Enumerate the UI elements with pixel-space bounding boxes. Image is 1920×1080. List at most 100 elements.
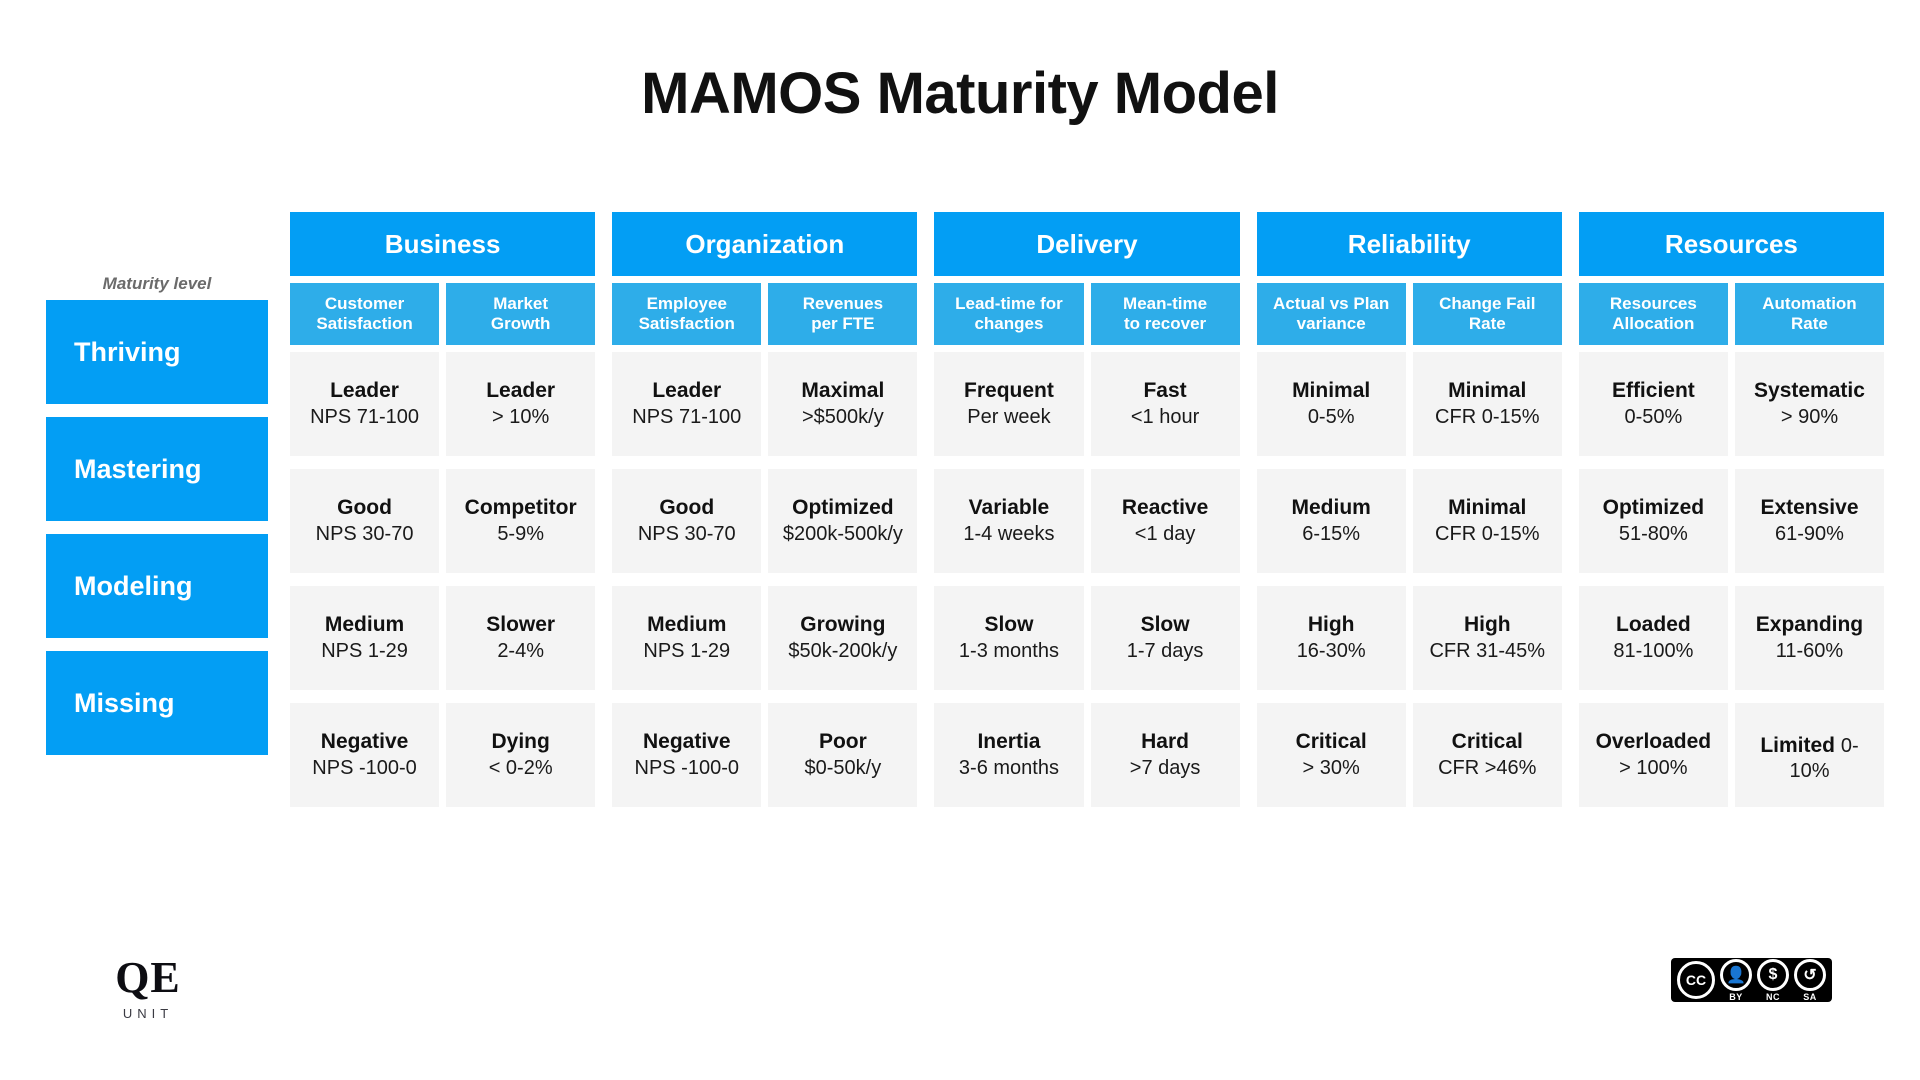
group-header-reliability[interactable]: Reliability	[1256, 212, 1562, 276]
matrix-cell[interactable]: Limited 0-10%	[1734, 703, 1885, 807]
qe-unit-logo: QE UNIT	[88, 953, 208, 1022]
matrix-cell-value: >$500k/y	[802, 405, 884, 428]
matrix-cell-value: CFR 0-15%	[1435, 522, 1540, 545]
metric-header-line2: Growth	[490, 314, 551, 333]
maturity-level-mastering[interactable]: Mastering	[46, 417, 268, 521]
matrix-cell-value: > 30%	[1302, 756, 1360, 779]
matrix-cell-value: NPS 30-70	[315, 522, 414, 545]
creative-commons-badge: CC 👤 BY $ NC ↺ SA	[1671, 958, 1832, 1002]
group-header-business[interactable]: Business	[290, 212, 596, 276]
qe-logo-mark: QE	[115, 953, 181, 1002]
matrix-cell-title: High	[1307, 613, 1355, 637]
matrix-cell[interactable]: Systematic> 90%	[1734, 352, 1885, 456]
qe-logo-word: UNIT	[122, 1006, 174, 1021]
maturity-level-modeling[interactable]: Modeling	[46, 534, 268, 638]
cc-icon: CC	[1677, 961, 1715, 999]
matrix-cell[interactable]: Growing$50k-200k/y	[768, 586, 918, 690]
matrix-cell[interactable]: Poor$0-50k/y	[768, 703, 918, 807]
group-header-organization[interactable]: Organization	[612, 212, 918, 276]
maturity-level-thriving[interactable]: Thriving	[46, 300, 268, 404]
matrix-cell-title: Fast	[1143, 379, 1187, 403]
matrix-cell[interactable]: Leader> 10%	[446, 352, 596, 456]
matrix-cell[interactable]: Maximal>$500k/y	[768, 352, 918, 456]
matrix-cell[interactable]: Critical> 30%	[1256, 703, 1406, 807]
matrix-cell[interactable]: Hard>7 days	[1090, 703, 1240, 807]
matrix-cell[interactable]: Reactive<1 day	[1090, 469, 1240, 573]
matrix-cell[interactable]: Fast<1 hour	[1090, 352, 1240, 456]
matrix-cell-value: NPS 71-100	[310, 405, 420, 428]
matrix-cell-value: NPS -100-0	[312, 756, 417, 779]
maturity-level-missing[interactable]: Missing	[46, 651, 268, 755]
group-header-delivery[interactable]: Delivery	[934, 212, 1240, 276]
matrix-cell-title: Growing	[800, 613, 886, 637]
matrix-cell-title: Negative	[320, 730, 409, 754]
matrix-cell-value: <1 hour	[1130, 405, 1200, 428]
matrix-cell-value: 1-7 days	[1126, 639, 1204, 662]
metric-header-line2: variance	[1296, 314, 1366, 333]
matrix-cell-value: Per week	[967, 405, 1051, 428]
matrix-cell-value: NPS 1-29	[643, 639, 731, 662]
matrix-cell-title: Minimal	[1448, 496, 1527, 520]
matrix-cell[interactable]: Overloaded> 100%	[1578, 703, 1728, 807]
matrix-cell[interactable]: Optimized$200k-500k/y	[768, 469, 918, 573]
matrix-cell-title: Limited	[1760, 734, 1841, 757]
matrix-cell[interactable]: Dying< 0-2%	[446, 703, 596, 807]
group-header-resources[interactable]: Resources	[1578, 212, 1885, 276]
matrix-cell-title: Systematic	[1754, 379, 1865, 403]
matrix-cell-title: Inertia	[977, 730, 1041, 754]
matrix-cell-value: $0-50k/y	[804, 756, 882, 779]
matrix-cell-value: NPS -100-0	[634, 756, 740, 779]
metric-header-line2: Allocation	[1612, 314, 1695, 333]
matrix-cell-title: Dying	[491, 730, 550, 754]
matrix-cell-title: Competitor	[464, 496, 577, 520]
matrix-cell-value: 1-4 weeks	[963, 522, 1055, 545]
matrix-cell-title: High	[1463, 613, 1511, 637]
